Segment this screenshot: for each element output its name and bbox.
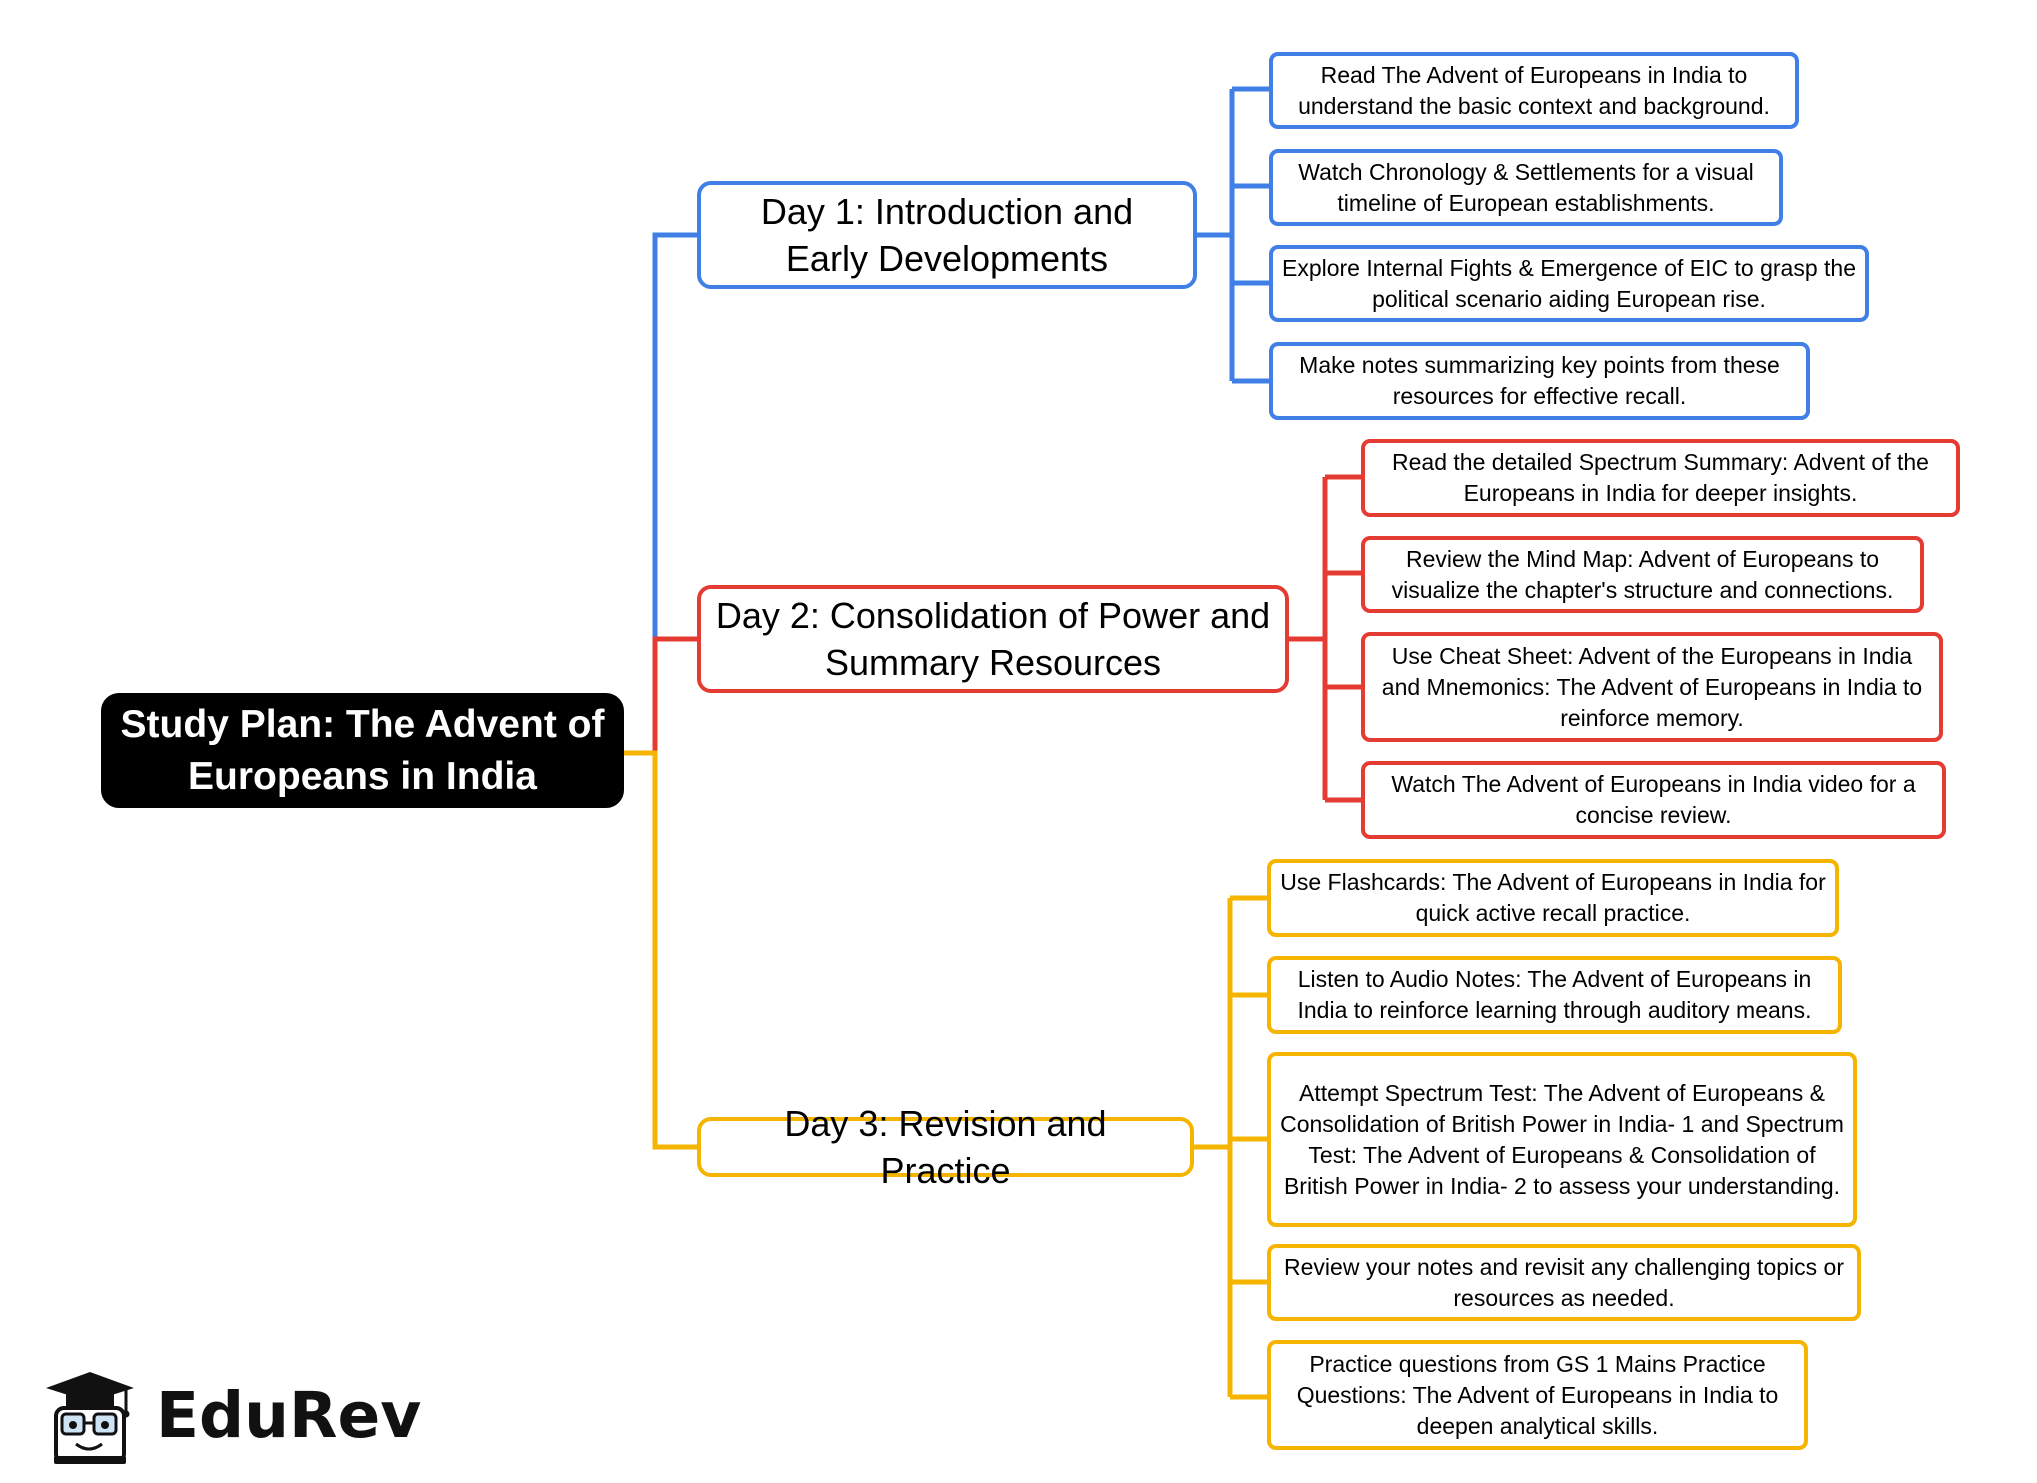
task-text: Read the detailed Spectrum Summary: Adve… bbox=[1392, 449, 1929, 506]
task-text: Listen to Audio Notes: The Advent of Eur… bbox=[1297, 966, 1812, 1023]
task-text: Read The Advent of Europeans in India to… bbox=[1298, 61, 1770, 119]
day2-task-3: Use Cheat Sheet: Advent of the Europeans… bbox=[1361, 632, 1943, 742]
day2-task-4: Watch The Advent of Europeans in India v… bbox=[1361, 761, 1946, 839]
day1-node: Day 1: Introduction and Early Developmen… bbox=[697, 181, 1197, 289]
connector-root-day3 bbox=[620, 750, 698, 1150]
connector-day2-tasks bbox=[1289, 474, 1362, 803]
connector-root-day1 bbox=[652, 232, 698, 753]
task-text: Attempt Spectrum Test: The Advent of Eur… bbox=[1280, 1079, 1844, 1199]
day2-node: Day 2: Consolidation of Power and Summar… bbox=[697, 585, 1289, 693]
day1-task-3: Explore Internal Fights & Emergence of E… bbox=[1269, 245, 1869, 322]
day2-task-1: Read the detailed Spectrum Summary: Adve… bbox=[1361, 439, 1960, 517]
day1-task-2: Watch Chronology & Settlements for a vis… bbox=[1269, 149, 1783, 226]
day3-node: Day 3: Revision and Practice bbox=[697, 1103, 1194, 1191]
logo-wordmark: EduRev bbox=[156, 1379, 422, 1452]
task-text: Use Cheat Sheet: Advent of the Europeans… bbox=[1381, 642, 1923, 731]
task-text: Watch The Advent of Europeans in India v… bbox=[1391, 771, 1916, 828]
task-text: Make notes summarizing key points from t… bbox=[1299, 352, 1780, 409]
root-title: Study Plan: The Advent of Europeans in I… bbox=[120, 702, 605, 798]
task-text: Review your notes and revisit any challe… bbox=[1284, 1253, 1844, 1311]
connector-day1-tasks bbox=[1196, 86, 1270, 384]
day3-task-2: Listen to Audio Notes: The Advent of Eur… bbox=[1267, 956, 1842, 1034]
day1-task-1: Read The Advent of Europeans in India to… bbox=[1269, 52, 1799, 129]
task-text: Watch Chronology & Settlements for a vis… bbox=[1298, 158, 1754, 216]
graduation-cap-mascot-icon bbox=[46, 1372, 134, 1464]
task-text: Explore Internal Fights & Emergence of E… bbox=[1281, 254, 1856, 312]
edurev-logo: EduRev bbox=[38, 1368, 421, 1468]
day3-title: Day 3: Revision and Practice bbox=[784, 1103, 1107, 1191]
connector-day3-tasks bbox=[1193, 895, 1268, 1400]
day3-task-1: Use Flashcards: The Advent of Europeans … bbox=[1267, 859, 1839, 937]
day2-title: Day 2: Consolidation of Power and Summar… bbox=[715, 595, 1271, 683]
task-text: Review the Mind Map: Advent of Europeans… bbox=[1391, 545, 1894, 603]
task-text: Use Flashcards: The Advent of Europeans … bbox=[1280, 869, 1826, 926]
connector-root-day2 bbox=[652, 636, 698, 753]
day1-title: Day 1: Introduction and Early Developmen… bbox=[760, 191, 1134, 279]
day1-task-4: Make notes summarizing key points from t… bbox=[1269, 342, 1810, 420]
day3-task-3: Attempt Spectrum Test: The Advent of Eur… bbox=[1267, 1052, 1857, 1227]
root-node: Study Plan: The Advent of Europeans in I… bbox=[101, 693, 624, 808]
day3-task-4: Review your notes and revisit any challe… bbox=[1267, 1244, 1861, 1321]
day3-task-5: Practice questions from GS 1 Mains Pract… bbox=[1267, 1340, 1808, 1450]
task-text: Practice questions from GS 1 Mains Pract… bbox=[1296, 1350, 1779, 1439]
day2-task-2: Review the Mind Map: Advent of Europeans… bbox=[1361, 536, 1924, 613]
